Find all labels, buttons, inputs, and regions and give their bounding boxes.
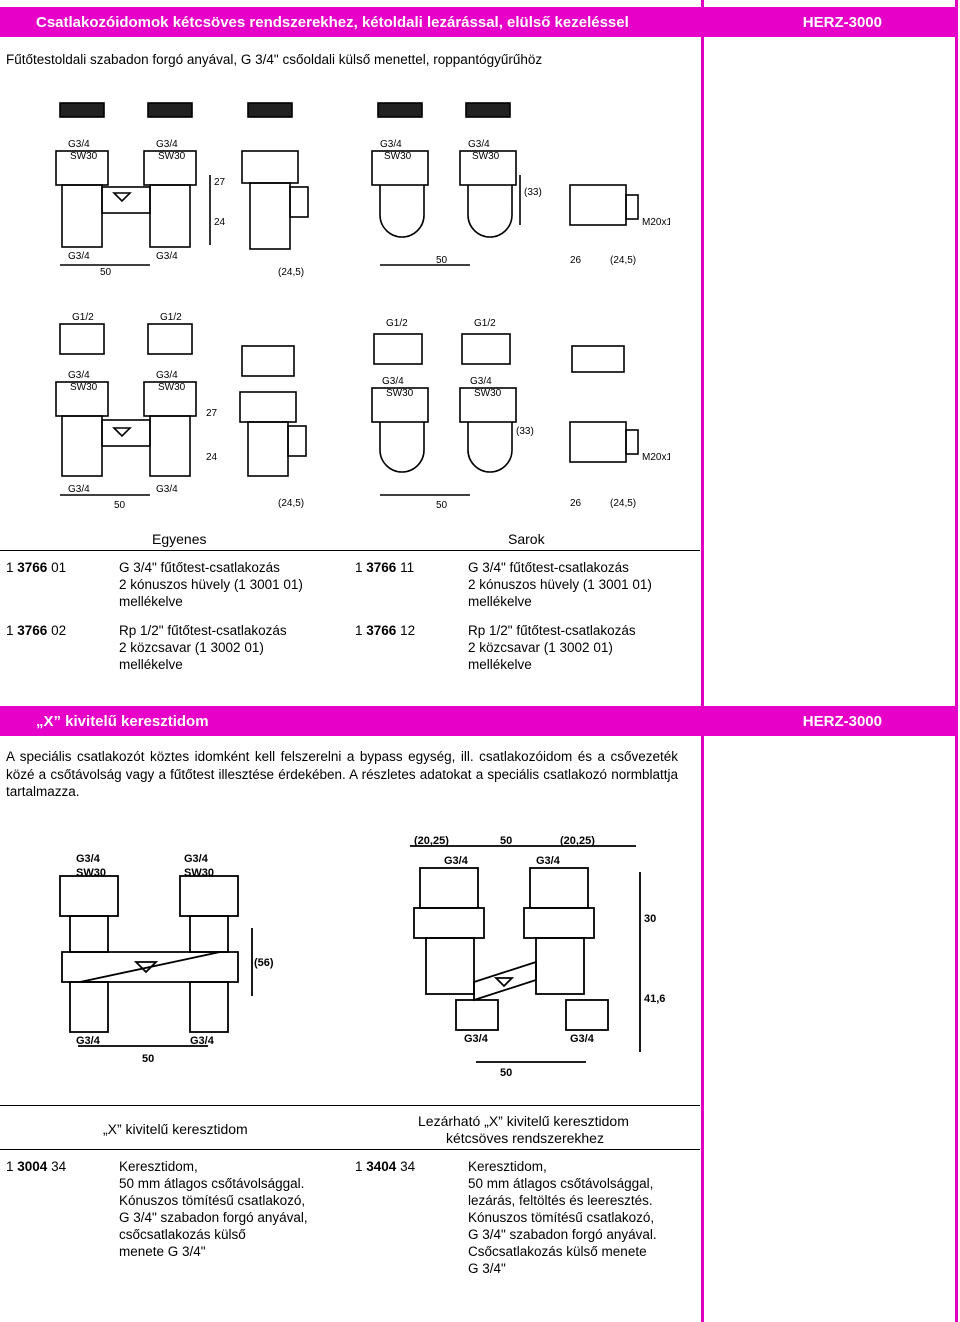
section-header-connectors: Csatlakozóidomok kétcsöves rendszerekhez… [0,7,958,37]
label-sw30: SW30 [70,382,98,393]
product-code: 1 3766 12 [355,623,416,638]
dim-50: 50 [142,1053,154,1065]
label-sw30: SW30 [474,388,502,399]
label-g34: G3/4 [382,376,404,387]
dim-56: (56) [254,957,274,969]
dim-24-5: (24,5) [610,255,636,266]
label-sw30: SW30 [386,388,414,399]
dim-24-5: (24,5) [278,267,304,278]
dim-24-5: (24,5) [610,498,636,509]
column-head-straight: Egyenes [152,531,207,547]
section-title: Csatlakozóidomok kétcsöves rendszerekhez… [36,13,629,31]
label-g12: G1/2 [72,312,94,323]
label-g34: G3/4 [464,1033,489,1045]
label-sw30: SW30 [184,867,214,879]
section-subtitle: Fűtőtestoldali szabadon forgó anyával, G… [6,52,543,67]
label-g34: G3/4 [68,484,90,495]
product-description: Keresztidom,50 mm átlagos csőtávolsággal… [119,1159,308,1259]
technical-drawing-row-2: G1/2 G1/2 G1/2 G1/2 G3/4 SW30 G3/4 SW30 … [55,312,670,510]
column-head-x-fitting: „X” kivitelű keresztidom [103,1121,248,1137]
label-g34: G3/4 [470,376,492,387]
dim-33: (33) [516,426,534,437]
dim-50: 50 [100,267,112,278]
label-sw30: SW30 [384,151,412,162]
table-rule [0,1105,700,1106]
label-g34: G3/4 [156,139,178,150]
label-g34: G3/4 [76,1035,101,1047]
dim-24: 24 [206,452,218,463]
brand-label: HERZ-3000 [802,712,882,730]
dim-m20: M20x1 [642,217,670,228]
dim-26: 26 [570,498,582,509]
label-sw30: SW30 [158,151,186,162]
column-head-lockable-sub: kétcsöves rendszerekhez [446,1130,604,1146]
label-g12: G1/2 [386,318,408,329]
dim-50: 50 [114,500,126,510]
label-g34: G3/4 [468,139,490,150]
dim-26: 26 [570,255,582,266]
x-fitting-drawing: G3/4 SW30 G3/4 SW30 G3/4 G3/4 50 (56) (2… [59,835,665,1079]
column-head-lockable: Lezárható „X” kivitelű keresztidom [418,1113,629,1129]
technical-drawing-row-1: G3/4 SW30 G3/4 SW30 G3/4 G3/4 50 27 24 (… [55,102,670,278]
dim-50: 50 [500,835,512,847]
divider-line-top [701,0,704,706]
label-g12: G1/2 [160,312,182,323]
product-code: 1 3766 02 [6,623,67,638]
table-rule [0,550,700,551]
label-g34: G3/4 [76,853,101,865]
label-g34: G3/4 [156,484,178,495]
dim-27: 27 [214,177,226,188]
label-sw30: SW30 [158,382,186,393]
label-g34: G3/4 [536,855,561,867]
label-g12: G1/2 [474,318,496,329]
section-title: „X” kivitelű keresztidom [36,712,209,730]
brand-label: HERZ-3000 [802,13,882,31]
column-head-angle: Sarok [508,531,545,547]
product-description: Keresztidom,50 mm átlagos csőtávolsággal… [468,1159,657,1276]
divider-line-bottom [701,736,704,1322]
label-sw30: SW30 [472,151,500,162]
dim-m20: M20x1 [642,452,670,463]
dim-50: 50 [500,1067,512,1079]
dim-24-5: (24,5) [278,498,304,509]
dim-50: 50 [436,255,448,266]
dim-41-6: 41,6 [644,993,665,1005]
label-g34: G3/4 [68,370,90,381]
dim-20-25: (20,25) [560,835,595,847]
label-sw30: SW30 [70,151,98,162]
product-code: 1 3404 34 [355,1159,416,1174]
label-g34: G3/4 [156,370,178,381]
dim-20-25: (20,25) [414,835,449,847]
dim-27: 27 [206,408,218,419]
label-g34: G3/4 [68,251,90,262]
table-rule [0,1149,700,1150]
label-g34: G3/4 [570,1033,595,1045]
dim-24: 24 [214,217,226,228]
section-header-x-fitting: „X” kivitelű keresztidom HERZ-3000 [0,706,958,736]
product-code: 1 3004 34 [6,1159,67,1174]
dim-50: 50 [436,500,448,510]
label-g34: G3/4 [68,139,90,150]
product-code: 1 3766 01 [6,560,67,575]
label-g34: G3/4 [380,139,402,150]
label-g34: G3/4 [156,251,178,262]
dim-33: (33) [524,187,542,198]
dim-30: 30 [644,913,656,925]
product-code: 1 3766 11 [355,560,415,575]
right-border-line [955,0,958,1322]
label-g34: G3/4 [444,855,469,867]
label-g34: G3/4 [184,853,209,865]
description-paragraph: A speciális csatlakozót köztes idomként … [6,749,678,799]
label-g34: G3/4 [190,1035,215,1047]
label-sw30: SW30 [76,867,106,879]
